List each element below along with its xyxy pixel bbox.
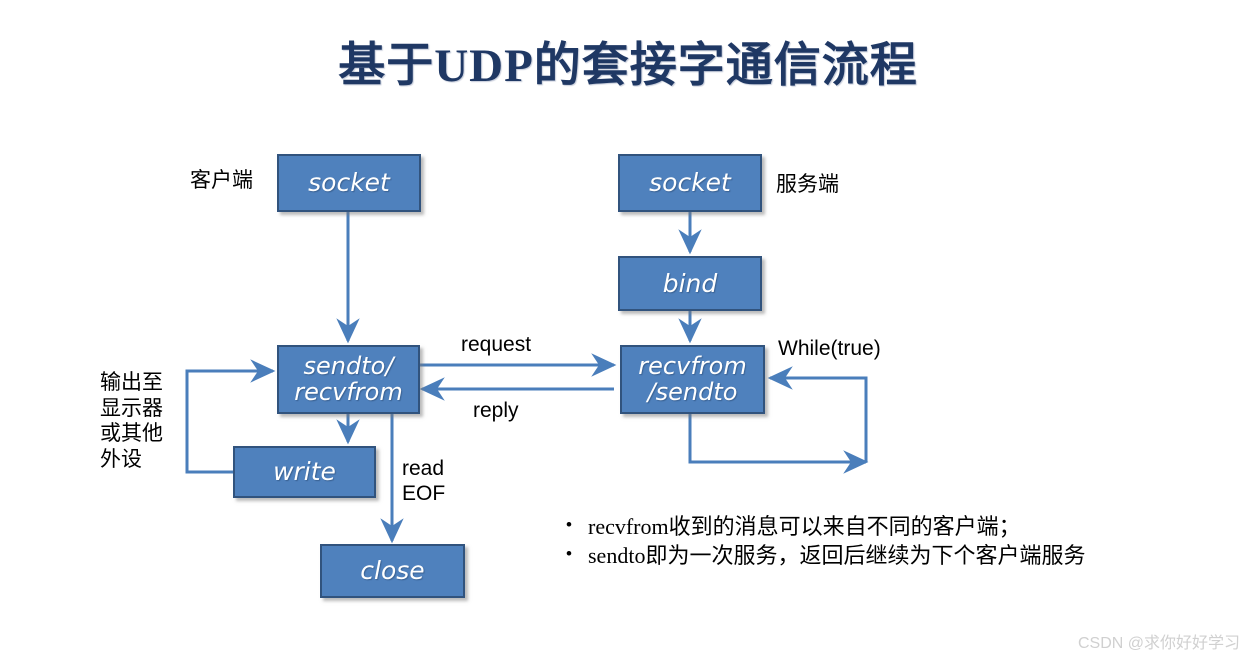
edge-label-reply: reply: [473, 399, 519, 422]
edge-label-read-eof: read EOF: [402, 457, 446, 506]
box-client-write[interactable]: write: [233, 446, 376, 498]
peripheral-output-label: 输出至 显示器 或其他 外设: [100, 370, 163, 471]
edge-label-while-true: While(true): [778, 337, 881, 360]
client-side-label: 客户端: [190, 168, 253, 192]
box-client-socket[interactable]: socket: [277, 154, 421, 212]
arrow-server-while-return: [767, 366, 868, 462]
server-side-label: 服务端: [776, 172, 839, 196]
box-client-sendto-recvfrom[interactable]: sendto/ recvfrom: [277, 345, 420, 414]
bullet-icon: •: [566, 515, 572, 534]
arrow-server-while-loop: [688, 414, 869, 474]
bullet-icon: •: [566, 544, 572, 564]
box-server-socket[interactable]: socket: [618, 154, 762, 212]
note-text: recvfrom收到的消息可以来自不同的客户端；: [588, 514, 1021, 539]
note-item: • sendto即为一次服务，返回后继续为下个客户端服务: [566, 541, 1166, 570]
note-text: sendto即为一次服务，返回后继续为下个客户端服务: [588, 543, 1086, 569]
notes-list: • recvfrom收到的消息可以来自不同的客户端； • sendto即为一次服…: [566, 512, 1166, 570]
edge-label-request: request: [461, 333, 532, 356]
box-server-recvfrom-sendto[interactable]: recvfrom /sendto: [620, 345, 765, 414]
box-server-bind[interactable]: bind: [618, 256, 762, 311]
watermark: CSDN @求你好好学习: [1077, 635, 1240, 652]
page-title: 基于UDP的套接字通信流程: [338, 40, 918, 92]
note-item: • recvfrom收到的消息可以来自不同的客户端；: [566, 512, 1166, 541]
box-client-close[interactable]: close: [320, 544, 465, 598]
